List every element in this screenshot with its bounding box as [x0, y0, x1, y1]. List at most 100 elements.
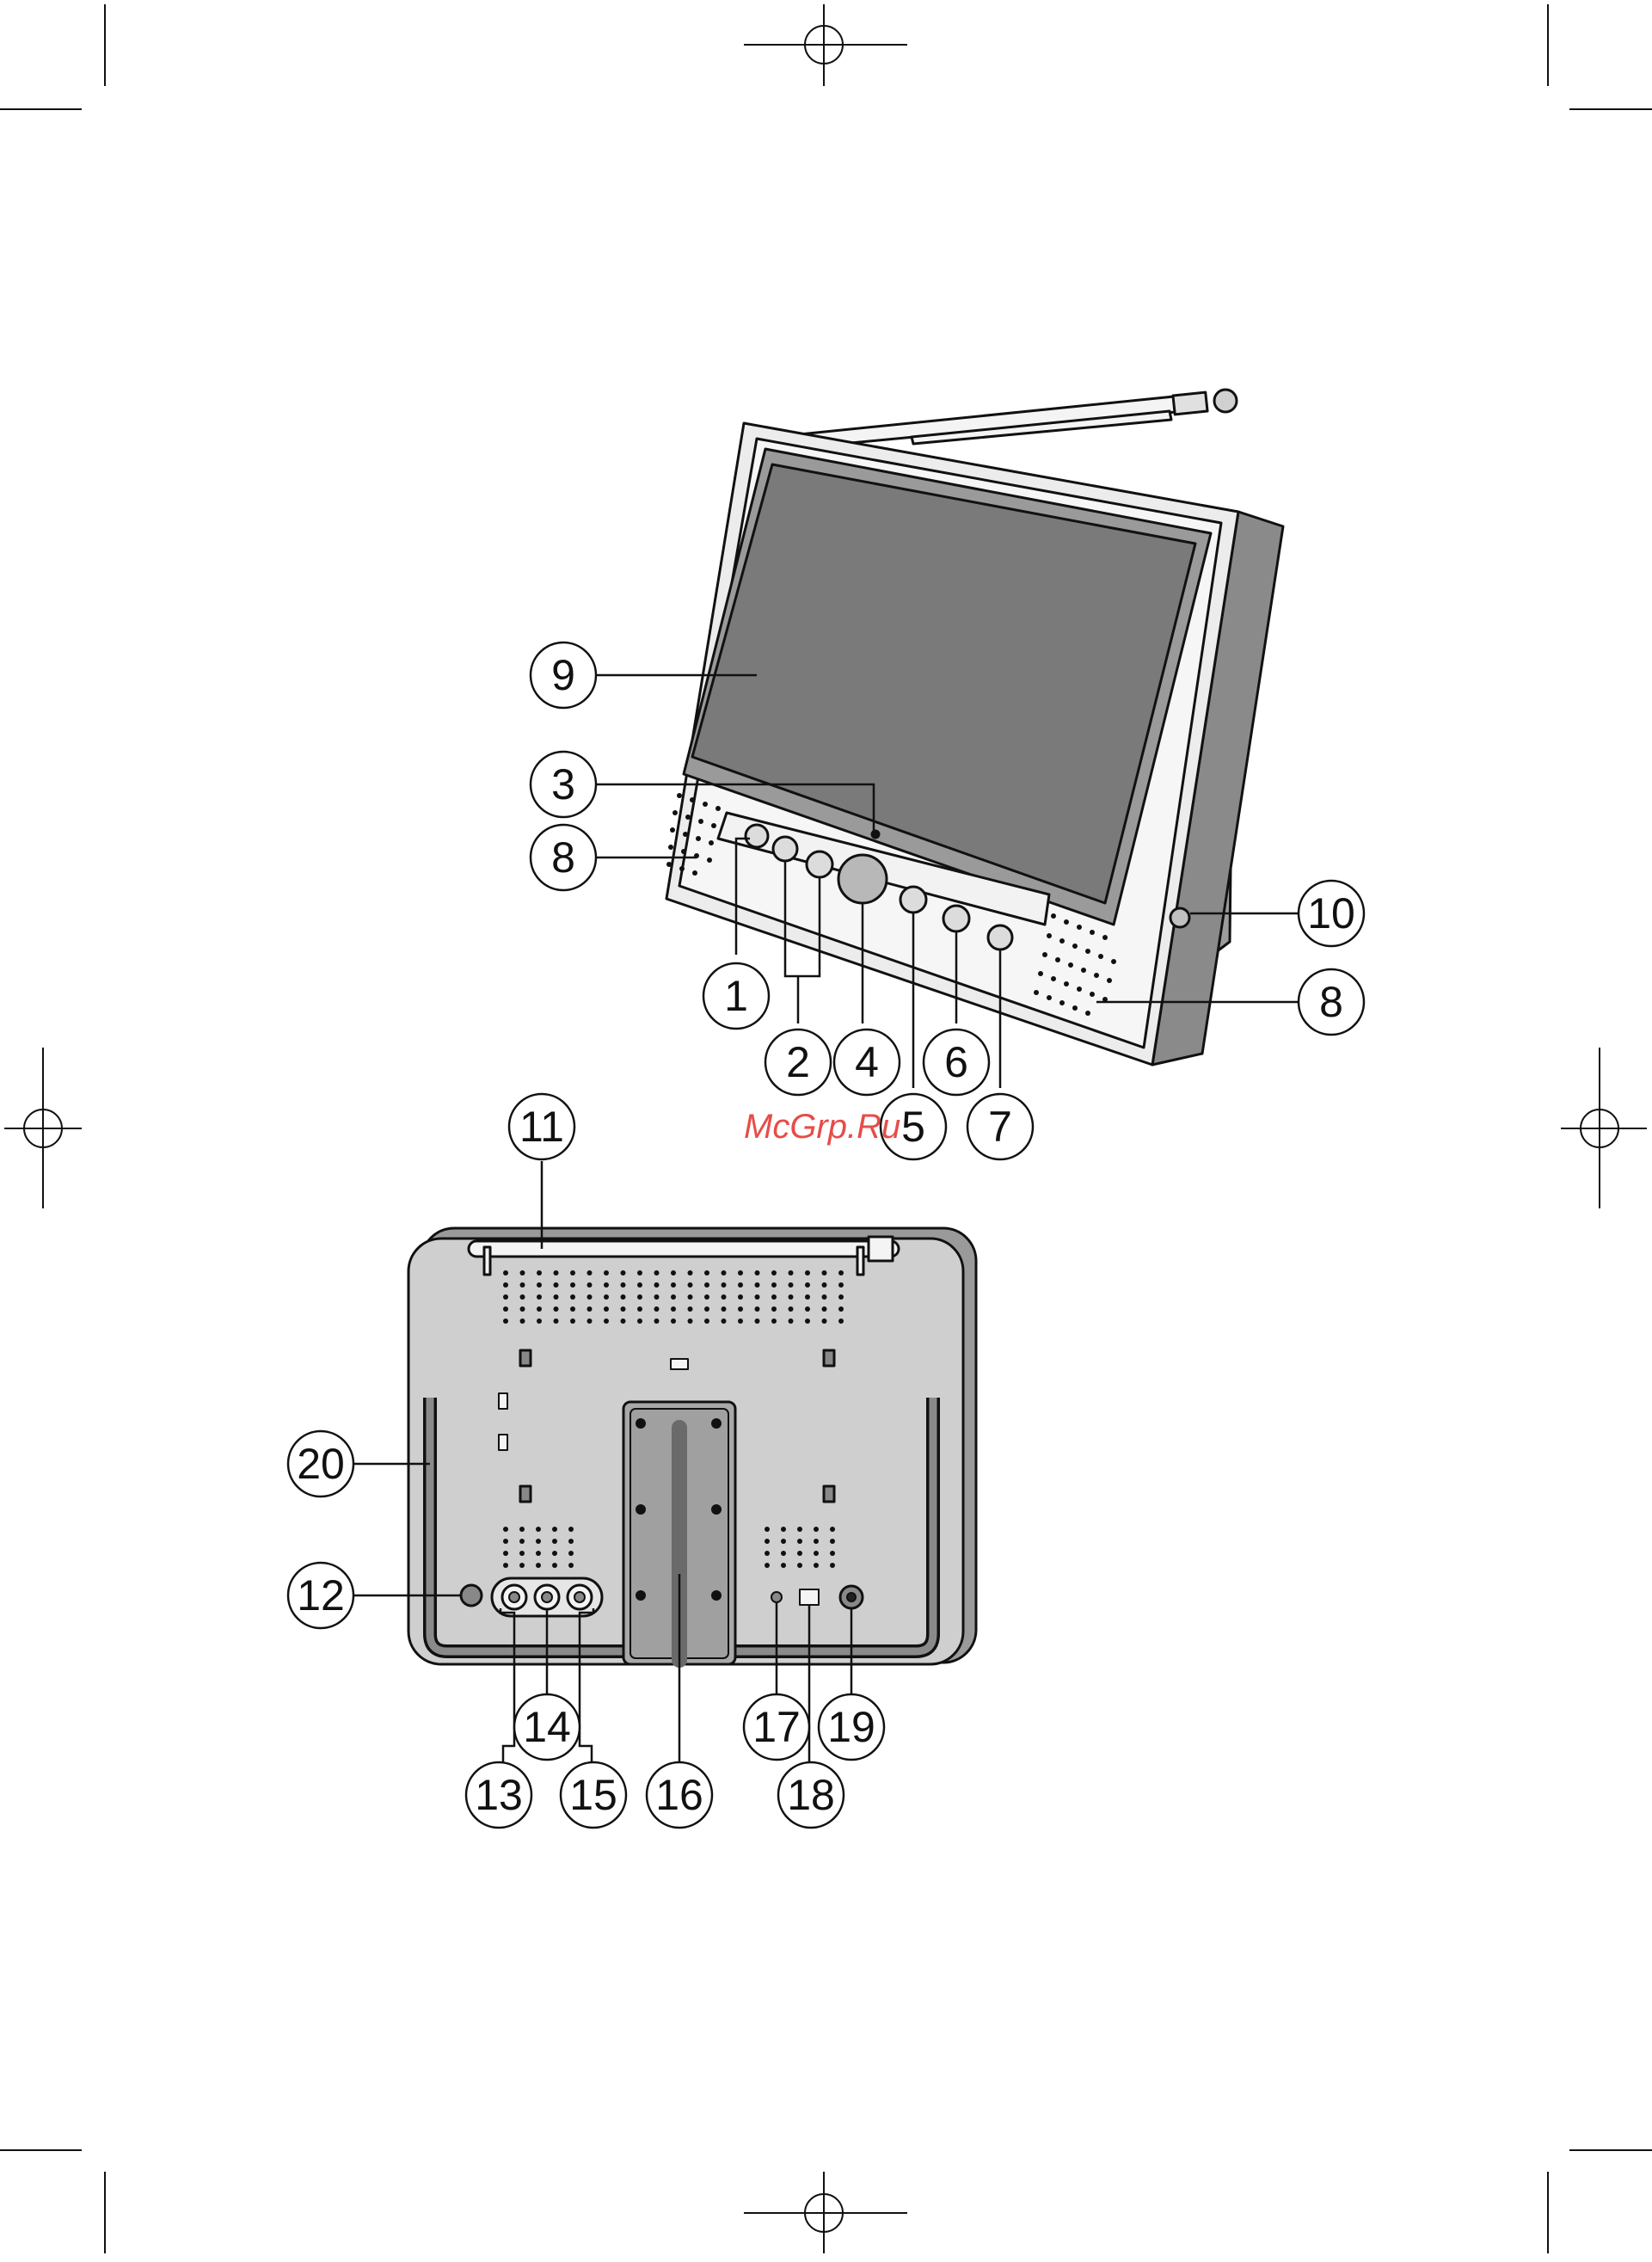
vent-hole — [722, 1294, 727, 1300]
registration-mark-top — [744, 4, 907, 86]
vent-hole — [637, 1294, 642, 1300]
vent-hole — [604, 1282, 609, 1288]
button-7[interactable] — [988, 925, 1012, 950]
indicator-led — [872, 831, 879, 838]
switch-18[interactable] — [800, 1589, 819, 1605]
jack-17[interactable] — [771, 1592, 782, 1602]
vent-hole — [503, 1270, 508, 1275]
vent-hole — [789, 1318, 794, 1324]
svg-text:11: 11 — [519, 1103, 564, 1151]
vent-hole — [587, 1294, 593, 1300]
vent-hole — [771, 1294, 777, 1300]
vent-hole — [554, 1318, 559, 1324]
vent-hole — [830, 1563, 835, 1568]
vent-hole — [822, 1270, 827, 1275]
button-4[interactable] — [838, 855, 887, 903]
svg-text:3: 3 — [551, 760, 575, 808]
vent-hole — [805, 1306, 810, 1312]
vent-hole — [755, 1318, 760, 1324]
vent-hole — [554, 1282, 559, 1288]
vent-hole — [604, 1306, 609, 1312]
svg-text:12: 12 — [297, 1571, 345, 1620]
svg-text:1: 1 — [724, 972, 748, 1020]
svg-text:14: 14 — [523, 1703, 571, 1751]
vent-hole — [765, 1563, 770, 1568]
vent-hole — [738, 1294, 743, 1300]
svg-text:9: 9 — [551, 651, 575, 699]
vent-hole — [537, 1318, 542, 1324]
vent-hole — [765, 1551, 770, 1556]
side-jack-10[interactable] — [1170, 908, 1189, 927]
vent-hole — [789, 1306, 794, 1312]
vent-hole — [554, 1294, 559, 1300]
vent-hole — [838, 1306, 844, 1312]
vent-hole — [688, 1270, 693, 1275]
vent-hole — [604, 1294, 609, 1300]
button-5[interactable] — [900, 887, 926, 913]
vent-hole — [519, 1539, 525, 1544]
vent-hole — [503, 1551, 508, 1556]
vent-hole — [838, 1282, 844, 1288]
vent-hole — [637, 1282, 642, 1288]
vent-hole — [781, 1551, 786, 1556]
vent-hole — [554, 1306, 559, 1312]
callout-17: 17 — [744, 1694, 809, 1760]
vent-hole — [789, 1282, 794, 1288]
vent-hole — [554, 1270, 559, 1275]
vent-hole — [797, 1539, 802, 1544]
vent-hole — [654, 1294, 660, 1300]
vent-hole — [765, 1527, 770, 1532]
button-2b[interactable] — [807, 851, 832, 877]
jack-12[interactable] — [461, 1585, 482, 1606]
button-2a[interactable] — [773, 837, 797, 861]
vent-hole — [570, 1294, 575, 1300]
vent-hole — [722, 1270, 727, 1275]
svg-text:16: 16 — [655, 1771, 703, 1819]
vent-hole — [568, 1551, 574, 1556]
button-1[interactable] — [746, 825, 768, 847]
svg-text:20: 20 — [297, 1440, 345, 1488]
vent-hole — [671, 1306, 676, 1312]
vent-hole — [654, 1306, 660, 1312]
vent-hole — [722, 1318, 727, 1324]
vent-hole — [789, 1294, 794, 1300]
callout-3: 3 — [531, 752, 596, 817]
button-6[interactable] — [943, 906, 969, 931]
svg-text:10: 10 — [1307, 889, 1355, 937]
vent-hole — [814, 1527, 819, 1532]
vent-hole — [805, 1270, 810, 1275]
vent-hole — [722, 1306, 727, 1312]
vent-hole — [621, 1306, 626, 1312]
vent-hole — [671, 1318, 676, 1324]
svg-text:5: 5 — [901, 1103, 925, 1151]
vent-hole — [552, 1527, 557, 1532]
svg-text:17: 17 — [752, 1703, 801, 1751]
vent-hole — [797, 1551, 802, 1556]
callout-20: 20 — [288, 1431, 353, 1497]
vent-hole — [520, 1270, 525, 1275]
vent-hole — [587, 1282, 593, 1288]
vent-hole — [822, 1318, 827, 1324]
vent-hole — [822, 1282, 827, 1288]
vent-hole — [587, 1306, 593, 1312]
callout-7: 7 — [967, 1094, 1033, 1159]
vent-hole — [637, 1306, 642, 1312]
vent-hole — [738, 1318, 743, 1324]
vent-hole — [520, 1318, 525, 1324]
vent-hole — [520, 1282, 525, 1288]
callout-2: 2 — [765, 1030, 831, 1095]
vent-hole — [637, 1270, 642, 1275]
svg-text:6: 6 — [944, 1038, 968, 1086]
vent-hole — [503, 1294, 508, 1300]
vent-hole — [552, 1539, 557, 1544]
vent-hole — [771, 1306, 777, 1312]
vent-hole — [771, 1270, 777, 1275]
vent-hole — [654, 1270, 660, 1275]
vent-hole — [738, 1270, 743, 1275]
vent-hole — [838, 1294, 844, 1300]
vent-hole — [688, 1282, 693, 1288]
callout-1: 1 — [703, 963, 769, 1029]
callout-8-left: 8 — [531, 825, 596, 890]
vent-hole — [503, 1539, 508, 1544]
vent-hole — [637, 1318, 642, 1324]
